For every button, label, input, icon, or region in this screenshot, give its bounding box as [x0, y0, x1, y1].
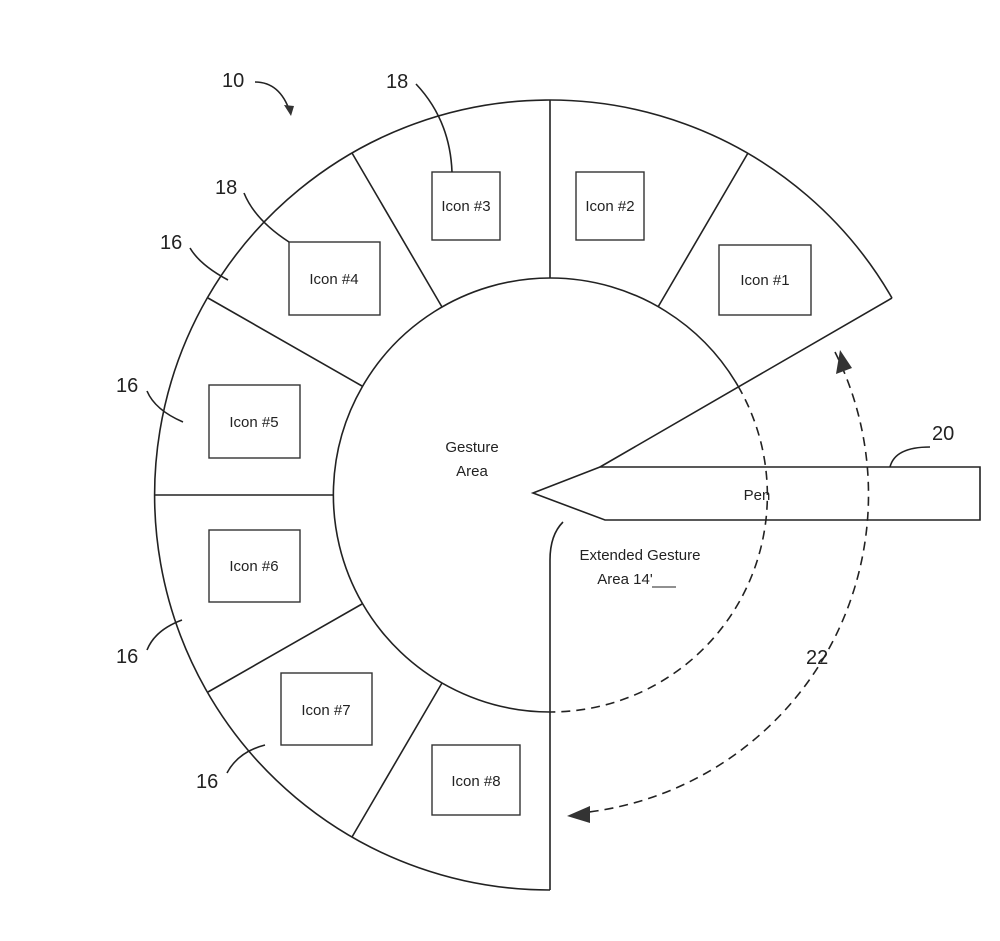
gesture-area-label-1: Gesture	[445, 439, 498, 456]
outer-ring-arc	[153, 99, 893, 891]
ref-16-d-leader	[226, 744, 266, 774]
ref-18-left-leader	[243, 192, 290, 243]
ref-20: 20	[932, 423, 954, 445]
extended-area-boundary	[549, 521, 564, 890]
ref-16-c: 16	[116, 646, 138, 668]
icon-6-label: Icon #6	[229, 558, 278, 575]
ref-18-left: 18	[215, 177, 237, 199]
icon-2-label: Icon #2	[585, 198, 634, 215]
pen: Pen	[530, 466, 981, 521]
extended-area-ref: 14'	[633, 571, 653, 588]
icon-1: Icon #1	[718, 244, 812, 316]
pen-label: Pen	[744, 487, 771, 504]
icon-8: Icon #8	[431, 744, 521, 816]
ref-16-a-leader	[189, 247, 229, 281]
icon-7: Icon #7	[280, 672, 373, 746]
ref-10: 10	[222, 70, 244, 92]
icon-5: Icon #5	[208, 384, 301, 459]
rotation-arrow-arc	[579, 351, 870, 814]
extended-area-prefix: Area	[597, 571, 633, 588]
sector-dividers	[155, 100, 749, 838]
wedge-edge	[599, 297, 893, 468]
gesture-area-circle	[332, 277, 739, 713]
ref-10-arrowhead	[284, 105, 294, 116]
ref-10-leader	[254, 81, 291, 113]
ref-18-top: 18	[386, 71, 408, 93]
gesture-area-label-2: Area	[456, 463, 488, 480]
icon-5-label: Icon #5	[229, 414, 278, 431]
icon-1-label: Icon #1	[740, 272, 789, 289]
icon-3: Icon #3	[431, 171, 501, 241]
ref-18-top-leader	[415, 83, 453, 173]
icon-7-label: Icon #7	[301, 702, 350, 719]
ref-20-leader	[889, 446, 931, 468]
ref-16-a: 16	[160, 232, 182, 254]
arrowhead-up	[836, 350, 852, 374]
extended-area-label-1: Extended Gesture	[580, 547, 701, 564]
icon-2: Icon #2	[575, 171, 645, 241]
original-gesture-boundary-dashed	[549, 385, 769, 713]
ref-16-b-leader	[146, 390, 184, 423]
ref-16-c-leader	[146, 619, 183, 651]
icon-8-label: Icon #8	[451, 773, 500, 790]
arrowhead-left	[567, 806, 590, 823]
icon-4-label: Icon #4	[309, 271, 358, 288]
ref-16-b: 16	[116, 375, 138, 397]
ref-16-d: 16	[196, 771, 218, 793]
icon-3-label: Icon #3	[441, 198, 490, 215]
icon-4: Icon #4	[288, 241, 381, 316]
icon-6: Icon #6	[208, 529, 301, 603]
extended-area-label-2: Area 14'	[597, 571, 653, 588]
ref-22: 22	[806, 647, 828, 669]
